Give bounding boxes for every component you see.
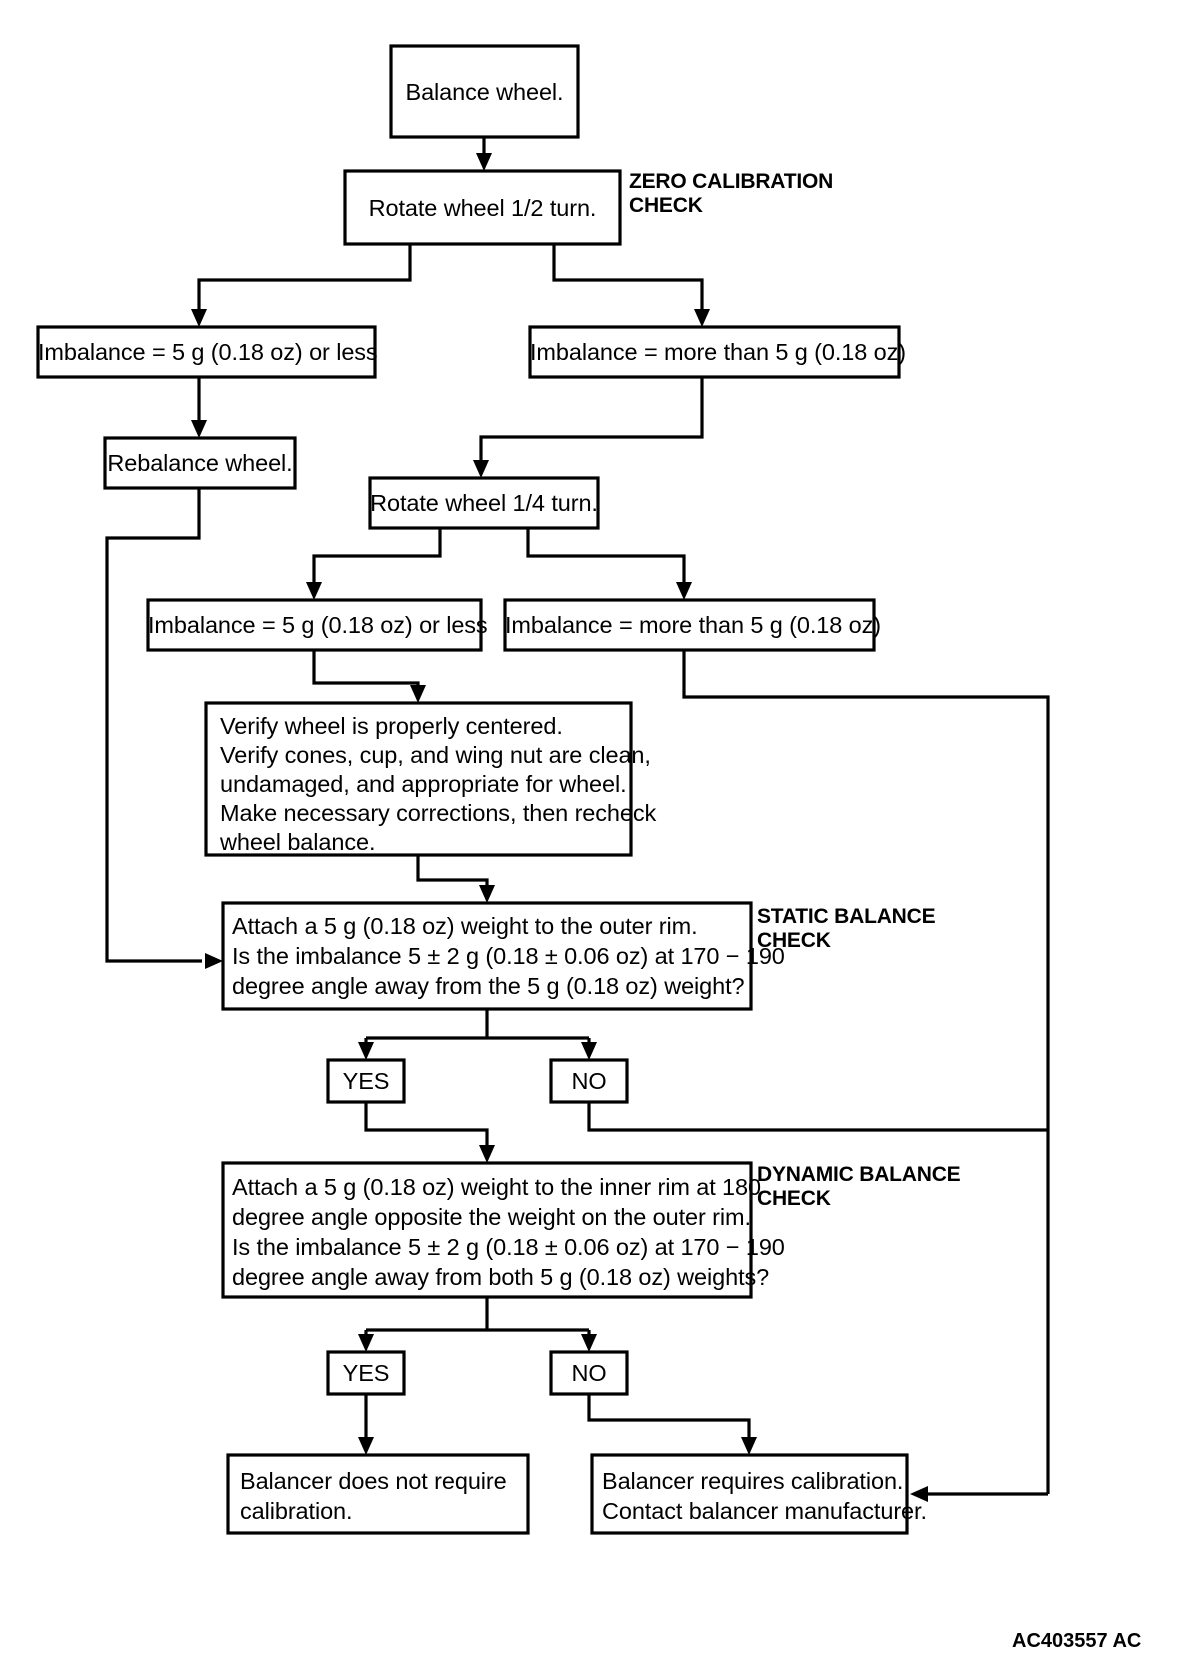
section-label-zero-calibration: ZERO CALIBRATION CHECK bbox=[629, 170, 834, 217]
link-rotate-half-right bbox=[552, 244, 704, 316]
label-verify-line-4: Make necessary corrections, then recheck bbox=[220, 800, 657, 826]
link-dynamic-no-to-result-cal bbox=[587, 1394, 751, 1444]
link-dynamic-split bbox=[364, 1297, 591, 1341]
arrow-to-static-yes bbox=[358, 1042, 374, 1060]
label-rebalance-wheel: Rebalance wheel. bbox=[107, 450, 293, 476]
box-rotate-quarter bbox=[368, 476, 600, 530]
link-gt2-to-right-rail bbox=[682, 650, 1050, 1494]
label-imbalance-gt-1: Imbalance = more than 5 g (0.18 oz) bbox=[530, 339, 906, 365]
label-static-no: NO bbox=[571, 1068, 607, 1094]
arrow-to-imbalance-le-1 bbox=[191, 309, 207, 327]
label-result-cal-line-1: Balancer requires calibration. bbox=[602, 1468, 904, 1494]
label-imbalance-le-1: Imbalance = 5 g (0.18 oz) or less bbox=[38, 339, 378, 365]
arrow-to-verify bbox=[410, 685, 426, 703]
link-gt1-to-rotate-quarter bbox=[479, 377, 704, 467]
label-dynamic-no: NO bbox=[571, 1360, 607, 1386]
link-rotate-half-left bbox=[197, 244, 412, 316]
arrow-to-result-ok bbox=[358, 1437, 374, 1455]
label-result-cal-line-2: Contact balancer manufacturer. bbox=[602, 1498, 927, 1524]
link-static-no-to-right-rail bbox=[587, 1102, 1048, 1132]
arrow-to-imbalance-gt-1 bbox=[694, 309, 710, 327]
arrow-to-static-no bbox=[581, 1042, 597, 1060]
arrow-to-dynamic-check bbox=[479, 1145, 495, 1163]
label-verify-line-3: undamaged, and appropriate for wheel. bbox=[220, 771, 627, 797]
box-result-no-calibration bbox=[226, 1453, 530, 1535]
label-imbalance-gt-2: Imbalance = more than 5 g (0.18 oz) bbox=[505, 612, 881, 638]
label-static-line-1: Attach a 5 g (0.18 oz) weight to the out… bbox=[232, 913, 698, 939]
arrow-to-rotate-half bbox=[476, 153, 492, 171]
label-static-yes: YES bbox=[342, 1068, 390, 1094]
box-rotate-half bbox=[343, 169, 622, 246]
label-imbalance-le-2: Imbalance = 5 g (0.18 oz) or less bbox=[148, 612, 488, 638]
link-static-yes-to-dynamic bbox=[364, 1102, 489, 1152]
link-static-split bbox=[364, 1009, 591, 1049]
section-label-dynamic-balance: DYNAMIC BALANCE CHECK bbox=[757, 1163, 961, 1210]
label-dynamic-line-2: degree angle opposite the weight on the … bbox=[232, 1204, 751, 1230]
label-static-line-3: degree angle away from the 5 g (0.18 oz)… bbox=[232, 973, 745, 999]
box-imbalance-gt-1 bbox=[528, 325, 901, 379]
arrow-to-imbalance-gt-2 bbox=[676, 582, 692, 600]
arrow-to-rebalance bbox=[191, 420, 207, 438]
link-quarter-right bbox=[526, 528, 686, 589]
box-imbalance-le-1 bbox=[36, 325, 377, 379]
arrow-to-result-cal bbox=[741, 1437, 757, 1455]
arrow-to-rotate-quarter bbox=[473, 460, 489, 478]
box-imbalance-gt-2 bbox=[503, 598, 876, 652]
label-dynamic-yes: YES bbox=[342, 1360, 390, 1386]
arrow-to-dynamic-no bbox=[581, 1334, 597, 1352]
label-verify-line-5: wheel balance. bbox=[220, 829, 376, 855]
label-dynamic-line-4: degree angle away from both 5 g (0.18 oz… bbox=[232, 1264, 770, 1290]
arrow-right-rail-to-result bbox=[910, 1486, 928, 1502]
label-verify-line-1: Verify wheel is properly centered. bbox=[220, 713, 563, 739]
arrow-to-dynamic-yes bbox=[358, 1334, 374, 1352]
label-result-ok-line-2: calibration. bbox=[240, 1498, 353, 1524]
link-rebalance-to-static bbox=[105, 488, 202, 963]
label-rotate-half: Rotate wheel 1/2 turn. bbox=[368, 195, 597, 221]
label-dynamic-line-3: Is the imbalance 5 ± 2 g (0.18 ± 0.06 oz… bbox=[232, 1234, 785, 1260]
label-rotate-quarter: Rotate wheel 1/4 turn. bbox=[370, 490, 598, 516]
section-label-static-balance: STATIC BALANCE CHECK bbox=[757, 905, 936, 952]
link-le2-to-verify bbox=[312, 650, 420, 692]
arrow-to-imbalance-le-2 bbox=[306, 582, 322, 600]
box-static-check bbox=[221, 901, 753, 1011]
link-quarter-left bbox=[312, 528, 442, 589]
arrow-rebalance-to-static bbox=[205, 953, 223, 969]
label-static-line-2: Is the imbalance 5 ± 2 g (0.18 ± 0.06 oz… bbox=[232, 943, 785, 969]
label-result-ok-line-1: Balancer does not require bbox=[240, 1468, 507, 1494]
figure-code: AC403557 AC bbox=[1012, 1630, 1142, 1652]
box-balance-wheel bbox=[389, 44, 580, 139]
label-balance-wheel: Balance wheel. bbox=[405, 79, 564, 105]
label-verify-line-2: Verify cones, cup, and wing nut are clea… bbox=[220, 742, 651, 768]
label-dynamic-line-1: Attach a 5 g (0.18 oz) weight to the inn… bbox=[232, 1174, 761, 1200]
arrow-to-static-check bbox=[479, 885, 495, 903]
link-verify-to-static bbox=[416, 855, 489, 892]
box-result-requires-calibration bbox=[590, 1453, 909, 1535]
